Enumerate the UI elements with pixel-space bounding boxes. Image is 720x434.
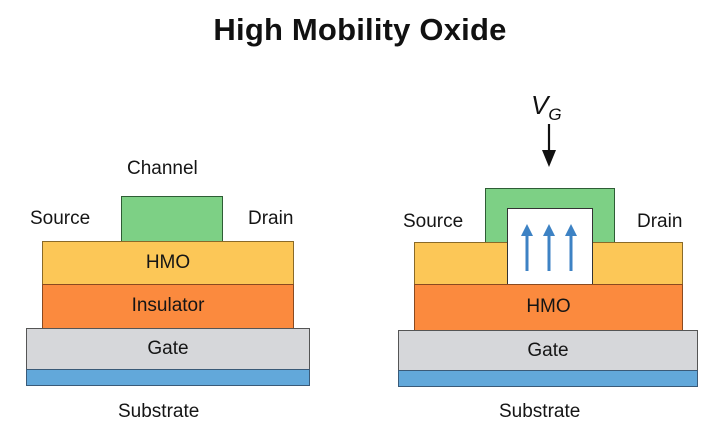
gate-voltage-label: VG [531,90,562,125]
gate-layer: Gate [26,328,310,370]
substrate-layer [26,369,310,386]
channel-layer [121,196,223,242]
hmo-layer: HMO [42,241,294,285]
field-arrow [521,224,533,271]
source-label: Source [403,211,464,232]
gate-voltage-arrow [542,124,556,167]
drain-label: Drain [248,208,294,229]
insulator-layer-label: Insulator [131,295,205,316]
substrate-label: Substrate [118,401,200,422]
source-label: Source [30,208,91,229]
substrate-layer [398,370,698,387]
insulator-layer: Insulator [42,284,294,329]
drain-label: Drain [637,211,683,232]
hmo-layer-label: HMO [145,252,191,273]
hmo-layer-label: HMO [526,296,571,317]
field-arrow [565,224,577,271]
gate-voltage-subscript: G [548,105,562,124]
hmo-layer: HMO [414,284,683,331]
substrate-label: Substrate [499,401,581,422]
gate-layer-label: Gate [147,338,189,359]
gate-voltage-symbol: V [531,90,549,120]
field-arrow [543,224,555,271]
gate-layer-label: Gate [527,340,569,361]
gate-layer: Gate [398,330,698,371]
diagram-title: High Mobility Oxide [213,12,507,47]
field-arrows [521,224,577,271]
channel-label: Channel [127,158,198,179]
